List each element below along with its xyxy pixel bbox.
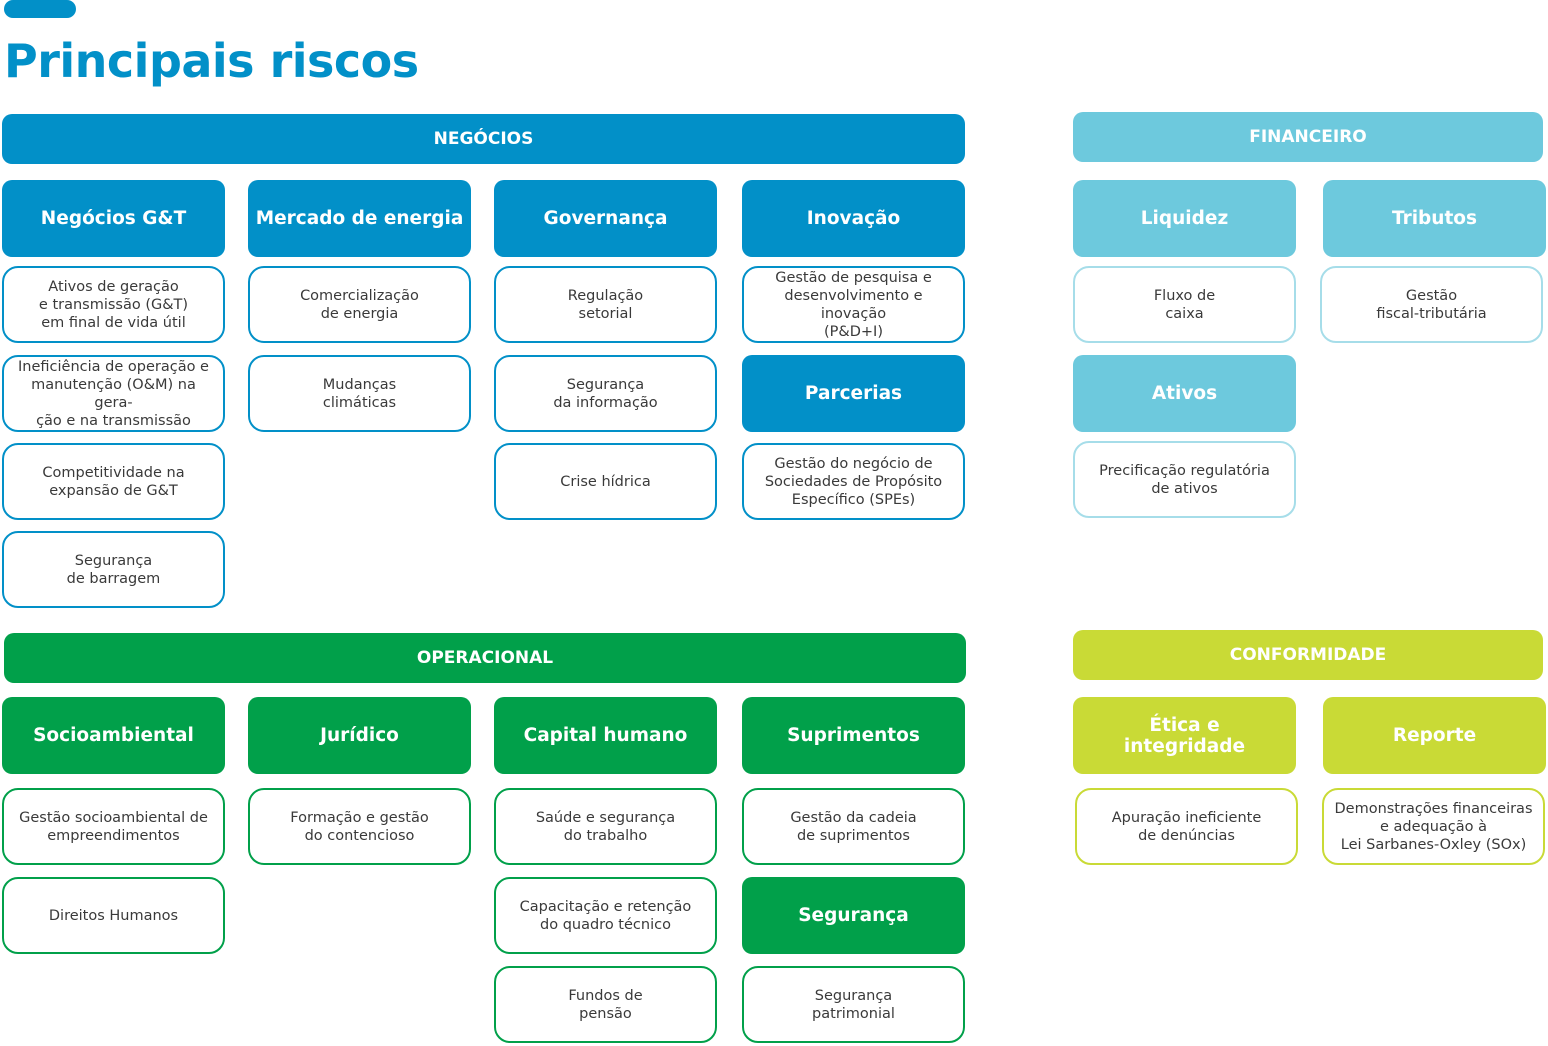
risk-item: Crise hídrica [494, 443, 717, 520]
risk-item: Regulação setorial [494, 266, 717, 343]
risk-item: Mudanças climáticas [248, 355, 471, 432]
risk-item: Direitos Humanos [2, 877, 225, 954]
heading-socioambiental: Socioambiental [2, 697, 225, 774]
risk-item: Comercialização de energia [248, 266, 471, 343]
group-bar-negocios: NEGÓCIOS [2, 114, 965, 164]
heading-juridico: Jurídico [248, 697, 471, 774]
heading-inovacao: Inovação [742, 180, 965, 257]
risk-item: Segurança da informação [494, 355, 717, 432]
risk-item: Fundos de pensão [494, 966, 717, 1043]
group-bar-financeiro: FINANCEIRO [1073, 112, 1543, 162]
risk-item: Demonstrações financeiras e adequação à … [1322, 788, 1545, 865]
risk-item: Gestão da cadeia de suprimentos [742, 788, 965, 865]
risk-item: Fluxo de caixa [1073, 266, 1296, 343]
risk-item: Ineficiência de operação e manutenção (O… [2, 355, 225, 432]
risk-item: Ativos de geração e transmissão (G&T) em… [2, 266, 225, 343]
heading-liquidez: Liquidez [1073, 180, 1296, 257]
risk-item: Gestão do negócio de Sociedades de Propó… [742, 443, 965, 520]
risk-item: Competitividade na expansão de G&T [2, 443, 225, 520]
risk-item: Gestão de pesquisa e desenvolvimento e i… [742, 266, 965, 343]
heading-reporte: Reporte [1323, 697, 1546, 774]
heading-etica-e-integridade: Ética e integridade [1073, 697, 1296, 774]
risk-item: Capacitação e retenção do quadro técnico [494, 877, 717, 954]
heading-parcerias: Parcerias [742, 355, 965, 432]
heading-negocios-gt: Negócios G&T [2, 180, 225, 257]
risk-item: Precificação regulatória de ativos [1073, 441, 1296, 518]
risk-item: Gestão fiscal-tributária [1320, 266, 1543, 343]
heading-mercado-de-energia: Mercado de energia [248, 180, 471, 257]
page-title: Principais riscos [4, 34, 419, 88]
heading-suprimentos: Suprimentos [742, 697, 965, 774]
group-bar-operacional: OPERACIONAL [4, 633, 966, 683]
risk-item: Apuração ineficiente de denúncias [1075, 788, 1298, 865]
risk-item: Formação e gestão do contencioso [248, 788, 471, 865]
risk-item: Saúde e segurança do trabalho [494, 788, 717, 865]
risk-item: Segurança de barragem [2, 531, 225, 608]
heading-tributos: Tributos [1323, 180, 1546, 257]
risk-item: Segurança patrimonial [742, 966, 965, 1043]
heading-capital-humano: Capital humano [494, 697, 717, 774]
heading-seguranca: Segurança [742, 877, 965, 954]
risk-item: Gestão socioambiental de empreendimentos [2, 788, 225, 865]
header-accent-pill [4, 0, 76, 18]
heading-governanca: Governança [494, 180, 717, 257]
group-bar-conformidade: CONFORMIDADE [1073, 630, 1543, 680]
heading-ativos: Ativos [1073, 355, 1296, 432]
